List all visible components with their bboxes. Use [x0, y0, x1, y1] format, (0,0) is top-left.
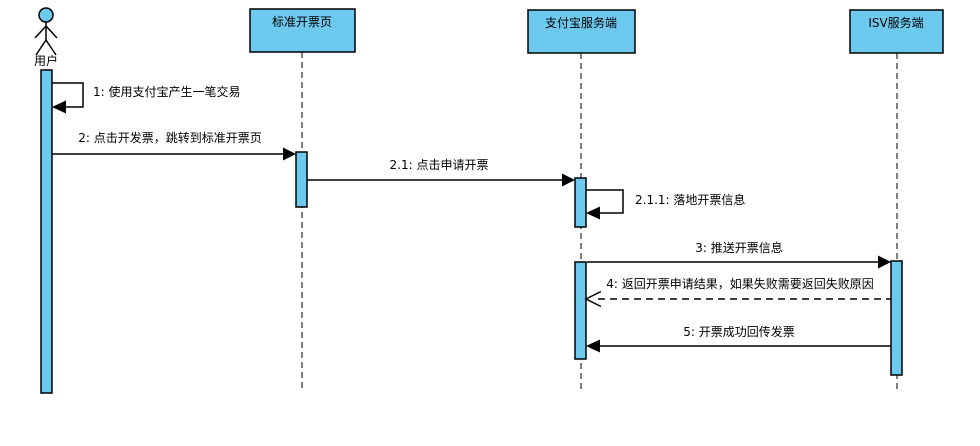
message-1-self-arrow — [52, 82, 84, 114]
actor-user-icon — [34, 7, 58, 56]
activation-user — [40, 69, 53, 394]
message-3-arrow — [587, 255, 891, 269]
message-5-label: 5: 开票成功回传发票 — [683, 325, 795, 339]
message-2-1-1-self-arrow — [586, 189, 624, 220]
message-1-label: 1: 使用支付宝产生一笔交易 — [93, 85, 241, 99]
activation-alipay-server-2 — [574, 261, 587, 360]
message-3-label: 3: 推送开票信息 — [695, 241, 783, 255]
message-4-return-arrow — [584, 290, 891, 308]
participant-label-alipay-server: 支付宝服务端 — [544, 16, 618, 30]
message-2-arrow — [52, 147, 296, 161]
participant-label-invoice-page: 标准开票页 — [271, 15, 333, 29]
participant-label-isv-server: ISV服务端 — [868, 16, 924, 30]
participant-box-isv-server — [849, 9, 944, 54]
activation-invoice-page — [295, 151, 308, 208]
participant-label-user: 用户 — [33, 54, 59, 68]
activation-alipay-server-1 — [574, 177, 587, 228]
participant-box-invoice-page — [249, 8, 356, 53]
message-2-1-label: 2.1: 点击申请开票 — [389, 158, 489, 172]
message-2-1-arrow — [307, 173, 575, 187]
message-2-label: 2: 点击开发票，跳转到标准开票页 — [78, 131, 262, 145]
activation-isv-server — [890, 260, 903, 376]
message-5-arrow — [586, 339, 891, 353]
message-2-1-1-label: 2.1.1: 落地开票信息 — [635, 193, 746, 207]
participant-box-alipay-server — [527, 9, 636, 54]
message-4-label: 4: 返回开票申请结果，如果失败需要返回失败原因 — [606, 277, 874, 291]
